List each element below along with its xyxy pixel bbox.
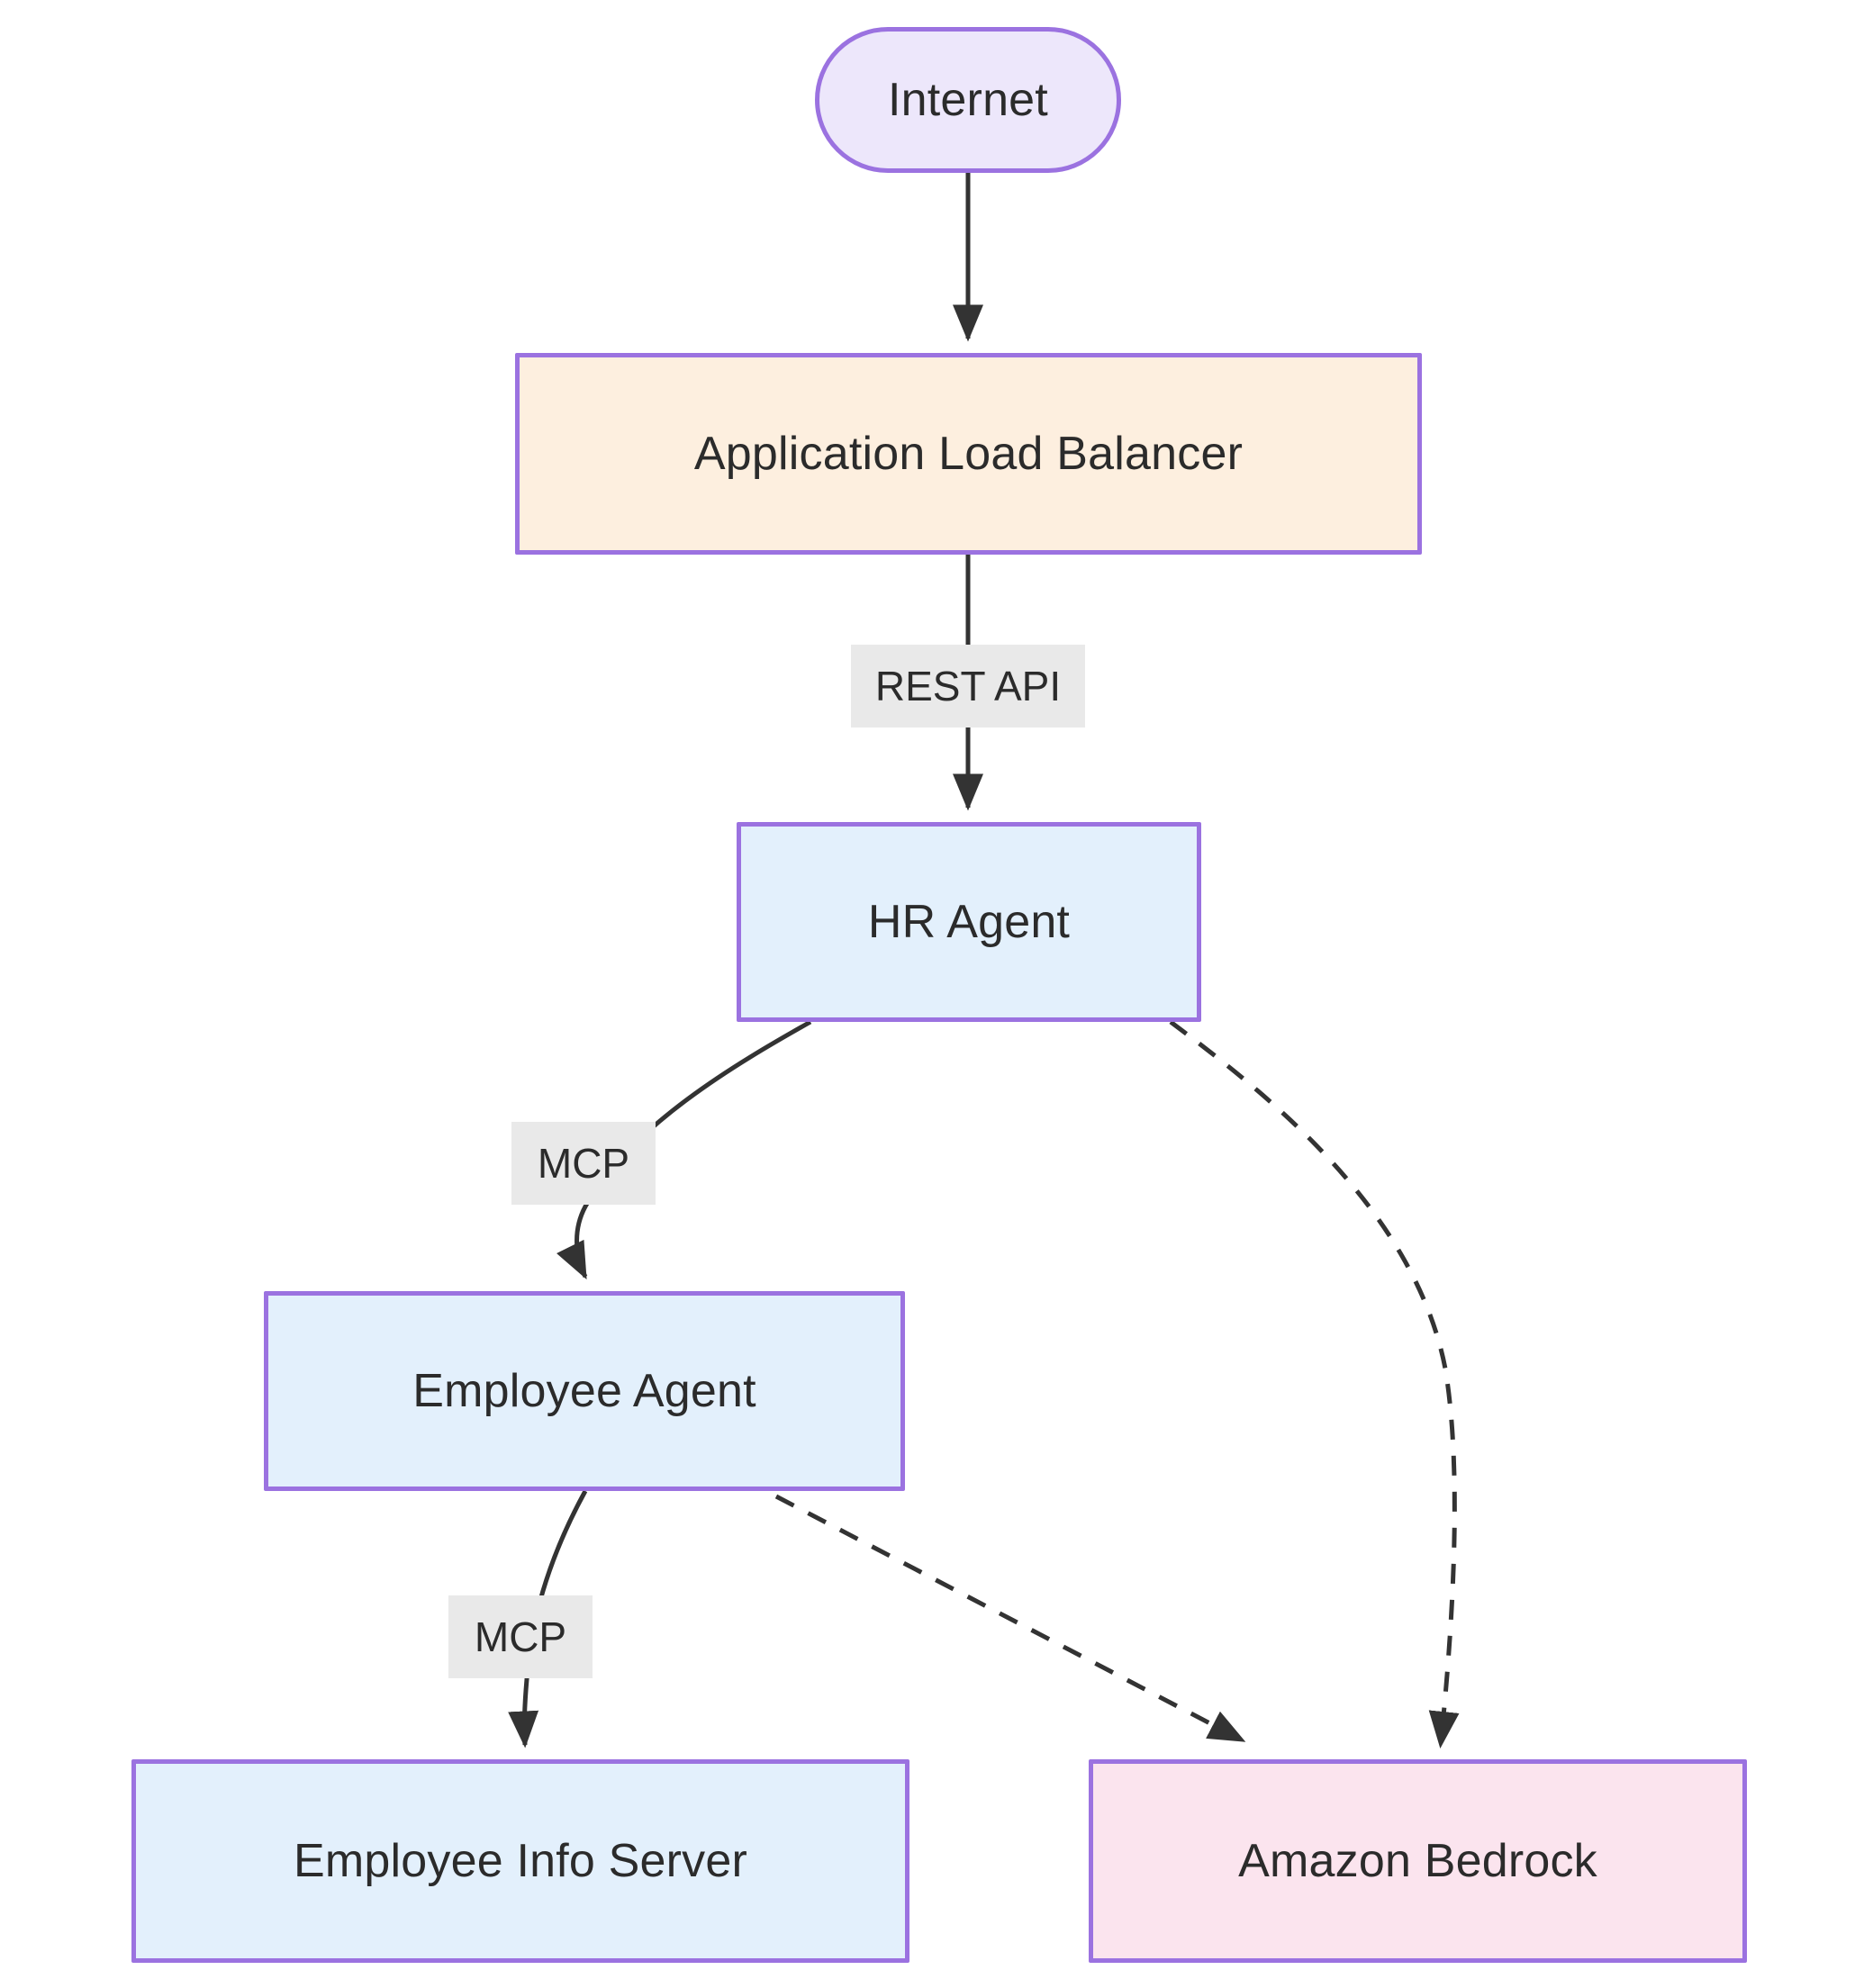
edge-employee-agent-to-bedrock xyxy=(774,1494,1246,1742)
node-hr-agent[interactable]: HR Agent xyxy=(737,822,1201,1022)
node-internet-label: Internet xyxy=(888,73,1048,126)
node-internet[interactable]: Internet xyxy=(815,27,1121,173)
node-application-load-balancer[interactable]: Application Load Balancer xyxy=(515,353,1422,555)
node-application-load-balancer-label: Application Load Balancer xyxy=(693,427,1244,480)
edge-label-mcp-hr-to-employee: MCP xyxy=(511,1122,656,1205)
edge-hr-agent-to-bedrock xyxy=(1169,1020,1460,1749)
node-employee-agent[interactable]: Employee Agent xyxy=(264,1291,905,1491)
node-employee-info-server[interactable]: Employee Info Server xyxy=(131,1759,909,1963)
node-hr-agent-label: HR Agent xyxy=(867,895,1071,948)
node-employee-info-server-label: Employee Info Server xyxy=(293,1834,748,1887)
edge-label-rest-api: REST API xyxy=(851,645,1085,727)
edge-label-mcp-employee-to-server: MCP xyxy=(448,1595,593,1678)
node-amazon-bedrock-label: Amazon Bedrock xyxy=(1238,1834,1597,1887)
node-employee-agent-label: Employee Agent xyxy=(412,1364,756,1417)
node-amazon-bedrock[interactable]: Amazon Bedrock xyxy=(1089,1759,1747,1963)
